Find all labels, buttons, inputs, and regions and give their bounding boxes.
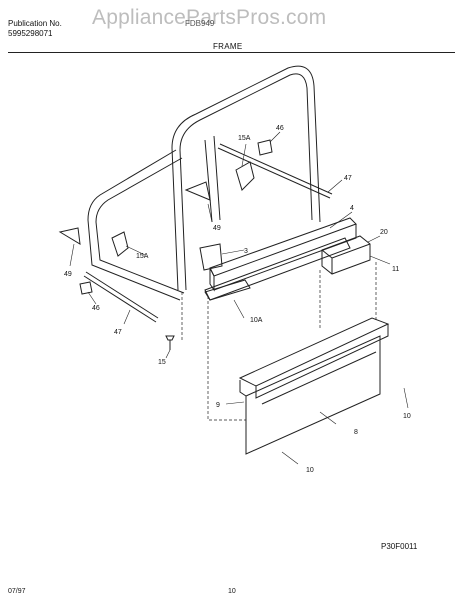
section-title: FRAME (213, 42, 243, 51)
screw-part (165, 335, 175, 350)
callout-label: 46 (276, 125, 284, 132)
model-text: FDB949 (185, 19, 215, 28)
bracket-part (204, 279, 251, 301)
callout-label: 10 (403, 413, 411, 420)
callout-label: 10 (306, 467, 314, 474)
callout-label: 49 (213, 225, 221, 232)
footer-date: 07/97 (8, 588, 26, 595)
callout-label: 4 (350, 205, 354, 212)
callout-label: 47 (344, 175, 352, 182)
callout-label: 10A (250, 317, 263, 324)
callout-label: 8 (354, 429, 358, 436)
callout-label: 46 (92, 305, 100, 312)
cover-part (321, 235, 371, 275)
footer-page-number: 10 (228, 588, 236, 595)
kickplate-part (238, 317, 390, 455)
diagram-code: P30F0011 (381, 542, 418, 551)
rail-part (204, 217, 357, 301)
callout-label: 11 (392, 266, 399, 273)
callout-label: 49 (64, 271, 72, 278)
hinge-part (58, 139, 273, 295)
callout-label: 15A (136, 253, 149, 260)
callout-label: 3 (244, 248, 248, 255)
callout-label: 15A (238, 135, 251, 142)
callout-label: 15 (158, 359, 166, 366)
header-rule (8, 52, 455, 53)
publication-number: 5995298071 (8, 29, 53, 38)
callout-label: 20 (380, 229, 388, 236)
callout-label: 47 (114, 329, 122, 336)
publication-label: Publication No. (8, 19, 62, 28)
callout-label: 9 (216, 402, 220, 409)
rod-part (83, 143, 333, 323)
frame-tube (87, 65, 321, 301)
watermark-text: AppliancePartsPros.com (92, 6, 327, 29)
